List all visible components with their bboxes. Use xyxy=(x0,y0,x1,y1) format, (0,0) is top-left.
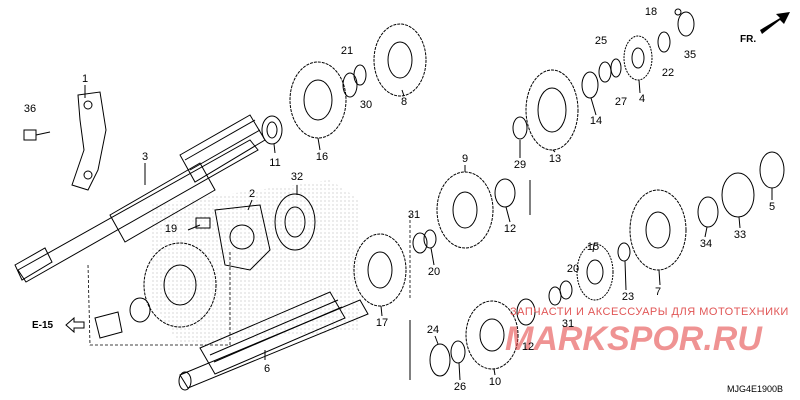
washer-20a[interactable] xyxy=(423,229,437,249)
part-label-5[interactable]: 5 xyxy=(769,201,775,213)
part-label-18[interactable]: 18 xyxy=(645,6,657,18)
bearing-32[interactable] xyxy=(274,193,316,251)
gear-4[interactable] xyxy=(623,35,653,81)
part-label-7[interactable]: 7 xyxy=(655,286,661,298)
part-label-27[interactable]: 27 xyxy=(615,96,627,108)
gear-17[interactable] xyxy=(353,233,407,307)
part-label-26[interactable]: 26 xyxy=(454,381,466,393)
gear-13[interactable] xyxy=(525,69,579,151)
ring-31a[interactable] xyxy=(412,232,428,254)
part-label-15[interactable]: 15 xyxy=(587,241,599,253)
washer-29[interactable] xyxy=(512,116,528,140)
part-label-1[interactable]: 1 xyxy=(82,73,88,85)
reference-arrow[interactable]: E-15 xyxy=(32,316,85,334)
watermark-text: ЗАПЧАСТИ И АКСЕССУАРЫ ДЛЯ МОТОТЕХНИКИ xyxy=(510,306,789,318)
gear-15[interactable] xyxy=(576,243,614,301)
washer-23[interactable] xyxy=(617,242,631,262)
shading-area xyxy=(150,180,360,345)
bearing-12b[interactable] xyxy=(516,298,536,326)
part-label-35[interactable]: 35 xyxy=(684,49,696,61)
part-label-12b[interactable]: 12 xyxy=(522,341,534,353)
washer-27[interactable] xyxy=(610,58,622,78)
gear-7[interactable] xyxy=(629,189,687,271)
leader-lines xyxy=(84,79,773,381)
part-label-10[interactable]: 10 xyxy=(489,376,501,388)
part-label-6[interactable]: 6 xyxy=(264,363,270,375)
part-label-29[interactable]: 29 xyxy=(514,159,526,171)
part-label-21[interactable]: 21 xyxy=(341,45,353,57)
direction-label: FR. xyxy=(740,34,756,45)
gear-24[interactable] xyxy=(429,343,451,377)
part-label-8[interactable]: 8 xyxy=(401,96,407,108)
part-label-24[interactable]: 24 xyxy=(427,324,439,336)
bearing-35[interactable] xyxy=(677,11,695,37)
part-label-3[interactable]: 3 xyxy=(142,151,148,163)
part-label-16[interactable]: 16 xyxy=(316,151,328,163)
gear-8[interactable] xyxy=(373,23,427,97)
bolt-36[interactable] xyxy=(23,129,51,141)
part-label-23[interactable]: 23 xyxy=(622,291,634,303)
shift-plate[interactable] xyxy=(71,91,107,191)
washer-20b[interactable] xyxy=(559,280,573,300)
ring-18[interactable] xyxy=(674,8,682,16)
bolt-19[interactable] xyxy=(195,217,211,229)
watermark-logo: MARKSPOR.RU xyxy=(505,320,763,358)
part-label-14[interactable]: 14 xyxy=(590,115,602,127)
primary-gear-assembly[interactable] xyxy=(94,242,217,339)
ring-25[interactable] xyxy=(598,61,612,83)
ring-31b[interactable] xyxy=(548,286,562,306)
part-label-30[interactable]: 30 xyxy=(360,99,372,111)
bearing-12a[interactable] xyxy=(494,178,516,208)
part-label-12a[interactable]: 12 xyxy=(504,223,516,235)
group-outline-left xyxy=(87,250,231,346)
bushing-11[interactable] xyxy=(261,115,283,145)
part-label-31a[interactable]: 31 xyxy=(408,209,420,221)
part-label-20a[interactable]: 20 xyxy=(428,266,440,278)
bearing-33[interactable] xyxy=(721,172,755,218)
part-label-17[interactable]: 17 xyxy=(376,317,388,329)
part-label-34[interactable]: 34 xyxy=(700,238,712,250)
part-label-19[interactable]: 19 xyxy=(165,223,177,235)
washer-22[interactable] xyxy=(657,31,671,53)
part-label-33[interactable]: 33 xyxy=(734,229,746,241)
washer-26[interactable] xyxy=(450,340,466,364)
part-label-11[interactable]: 11 xyxy=(269,157,280,169)
part-label-4[interactable]: 4 xyxy=(639,93,645,105)
part-label-13[interactable]: 13 xyxy=(549,153,561,165)
bearing-34[interactable] xyxy=(697,196,719,228)
part-label-36[interactable]: 36 xyxy=(24,103,36,115)
part-label-31b[interactable]: 31 xyxy=(562,318,574,330)
gear-10[interactable] xyxy=(465,300,519,370)
part-label-2[interactable]: 2 xyxy=(249,188,255,200)
countershaft[interactable] xyxy=(178,291,369,391)
bearing-holder[interactable] xyxy=(214,204,271,271)
ring-21[interactable] xyxy=(353,64,367,86)
washer-30[interactable] xyxy=(342,72,358,98)
gear-9[interactable] xyxy=(436,171,494,249)
part-label-9[interactable]: 9 xyxy=(462,153,468,165)
drawing-code: MJG4E1900B xyxy=(727,384,783,394)
seal-5[interactable] xyxy=(759,151,785,189)
bushing-14[interactable] xyxy=(581,71,599,99)
part-label-25[interactable]: 25 xyxy=(595,35,607,47)
ref-label: E-15 xyxy=(32,320,54,331)
front-direction-arrow: FR. xyxy=(740,12,790,45)
mainshaft[interactable] xyxy=(14,114,266,283)
part-label-22[interactable]: 22 xyxy=(662,67,674,79)
part-label-20b[interactable]: 20 xyxy=(567,263,579,275)
gear-16[interactable] xyxy=(289,61,347,139)
part-label-32[interactable]: 32 xyxy=(291,171,303,183)
